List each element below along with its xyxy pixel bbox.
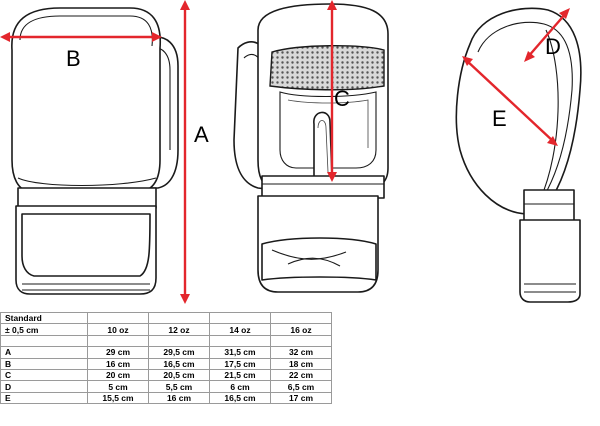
table-cell: 6,5 cm <box>270 380 332 393</box>
table-cell: 16,5 cm <box>209 391 271 405</box>
glove-side-view <box>455 7 582 303</box>
label-c: C <box>334 86 350 111</box>
table-cell: 5 cm <box>87 380 149 393</box>
table-cell: 6 cm <box>209 380 271 393</box>
table-cell: 5,5 cm <box>148 380 210 393</box>
label-b: B <box>66 46 81 71</box>
table-cell: 21,5 cm <box>209 368 271 382</box>
table-title: Standard <box>0 311 88 325</box>
size-header: 16 oz <box>270 323 332 336</box>
table-spacer-row <box>0 334 332 348</box>
size-header: 14 oz <box>209 323 271 336</box>
row-label: B <box>0 357 88 370</box>
dimension-line-c <box>327 0 337 182</box>
glove-palm-view <box>233 3 389 293</box>
table-cell: 17,5 cm <box>209 357 271 370</box>
table-cell: 22 cm <box>270 368 332 382</box>
table-cell: 31,5 cm <box>209 346 271 359</box>
table-row: E 15,5 cm 16 cm 16,5 cm 17 cm <box>0 391 332 405</box>
size-header: 10 oz <box>87 323 149 336</box>
tolerance-label: ± 0,5 cm <box>0 323 88 336</box>
label-a: A <box>194 122 209 147</box>
dimension-line-d <box>524 8 570 62</box>
dimension-line-b <box>0 32 162 42</box>
table-title-row: Standard <box>0 311 332 325</box>
row-label: C <box>0 368 88 382</box>
table-cell: 16 cm <box>87 357 149 370</box>
dimension-line-e <box>462 56 558 146</box>
glove-front-view <box>11 7 179 295</box>
table-cell: 20,5 cm <box>148 368 210 382</box>
table-cell: 18 cm <box>270 357 332 370</box>
label-e: E <box>492 106 507 131</box>
size-table: Standard ± 0,5 cm 10 oz 12 oz 14 oz 16 o… <box>0 311 332 405</box>
row-label: D <box>0 380 88 393</box>
label-d: D <box>545 34 561 59</box>
table-cell: 29 cm <box>87 346 149 359</box>
table-cell: 16,5 cm <box>148 357 210 370</box>
table-row: D 5 cm 5,5 cm 6 cm 6,5 cm <box>0 380 332 393</box>
table-cell: 16 cm <box>148 391 210 405</box>
table-row: B 16 cm 16,5 cm 17,5 cm 18 cm <box>0 357 332 370</box>
table-cell: 29,5 cm <box>148 346 210 359</box>
row-label: E <box>0 391 88 405</box>
table-row: C 20 cm 20,5 cm 21,5 cm 22 cm <box>0 368 332 382</box>
row-label: A <box>0 346 88 359</box>
dimension-line-a <box>180 0 190 304</box>
table-cell: 17 cm <box>270 391 332 405</box>
table-cell: 20 cm <box>87 368 149 382</box>
table-cell: 32 cm <box>270 346 332 359</box>
glove-measurement-diagram: A B C D E <box>0 0 582 304</box>
table-cell: 15,5 cm <box>87 391 149 405</box>
size-header: 12 oz <box>148 323 210 336</box>
table-row: A 29 cm 29,5 cm 31,5 cm 32 cm <box>0 346 332 359</box>
table-header-row: ± 0,5 cm 10 oz 12 oz 14 oz 16 oz <box>0 323 332 336</box>
